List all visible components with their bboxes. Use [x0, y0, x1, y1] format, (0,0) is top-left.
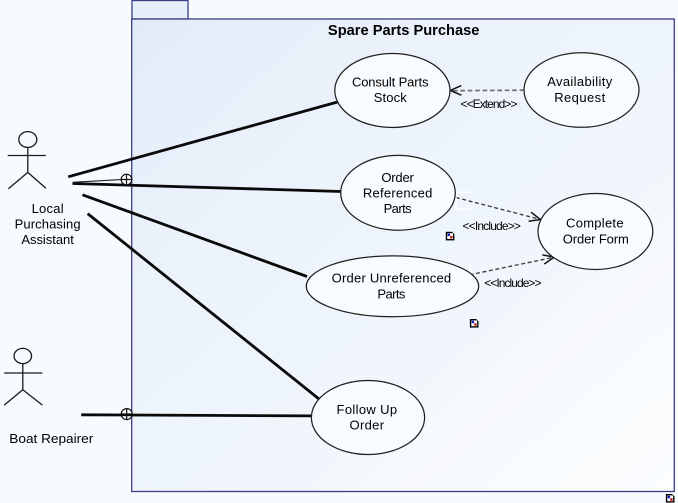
svg-text:Complete: Complete: [566, 215, 624, 230]
svg-text:Spare Parts Purchase: Spare Parts Purchase: [328, 23, 480, 39]
svg-text:Parts: Parts: [384, 201, 413, 216]
svg-text:Request: Request: [554, 90, 605, 105]
svg-text:Order Form: Order Form: [563, 232, 629, 247]
svg-text:<<Extend>>: <<Extend>>: [461, 97, 518, 111]
svg-text:Assistant: Assistant: [21, 232, 74, 247]
svg-text:Purchasing: Purchasing: [15, 217, 81, 232]
svg-text:Boat Repairer: Boat Repairer: [9, 431, 94, 446]
svg-text:Consult Parts: Consult Parts: [352, 74, 429, 89]
svg-text:Referenced: Referenced: [363, 186, 433, 201]
svg-text:Order Unreferenced: Order Unreferenced: [332, 271, 452, 286]
svg-text:<<Include>>: <<Include>>: [484, 276, 541, 290]
svg-text:Availability: Availability: [547, 74, 613, 89]
svg-text:Stock: Stock: [374, 90, 408, 105]
svg-text:<<Include>>: <<Include>>: [462, 219, 521, 233]
svg-text:Order: Order: [381, 170, 414, 185]
svg-text:Local: Local: [32, 201, 64, 216]
svg-text:Parts: Parts: [377, 286, 406, 301]
svg-text:Follow Up: Follow Up: [337, 402, 398, 417]
svg-text:Order: Order: [350, 418, 385, 433]
